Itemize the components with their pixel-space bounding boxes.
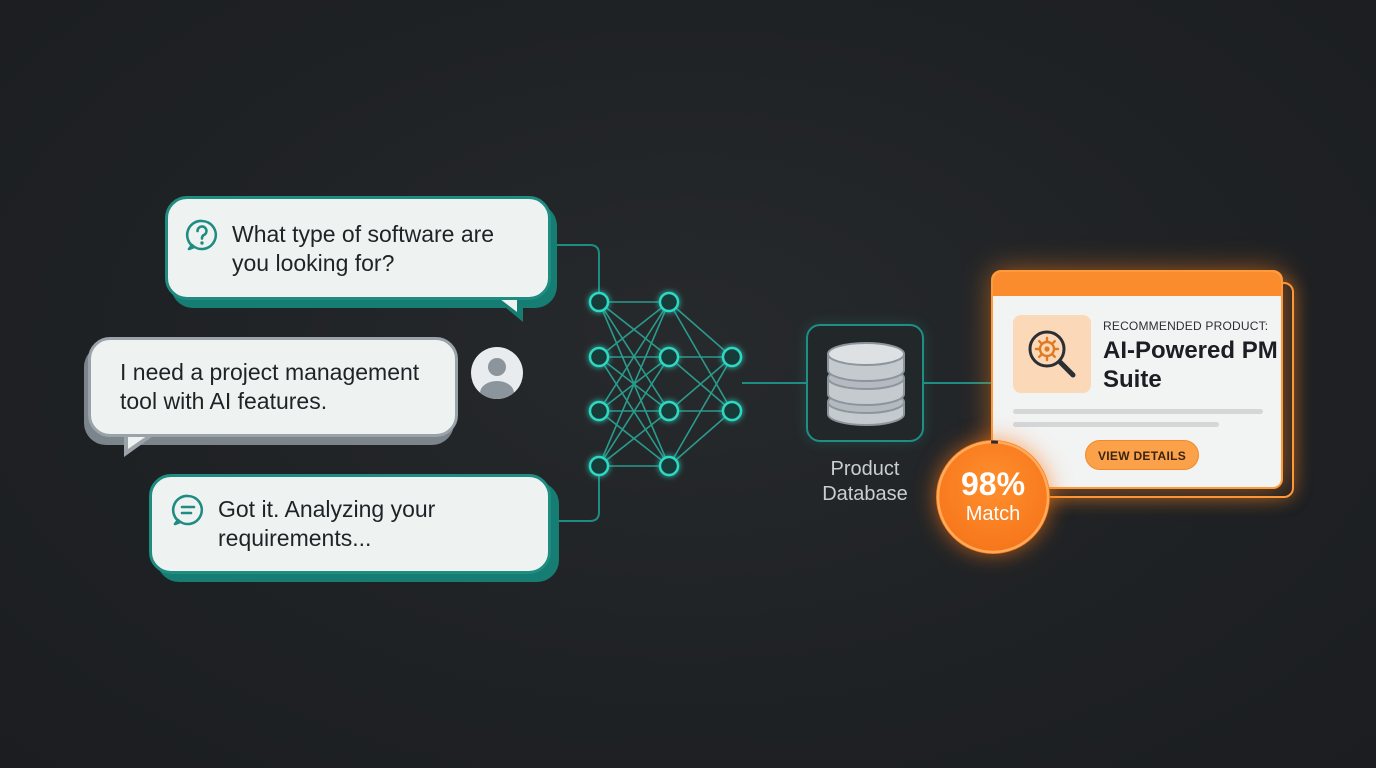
database-label: Product Database	[822, 458, 908, 505]
match-progress-ring	[936, 440, 1050, 554]
network-edge	[598, 301, 670, 358]
database-node	[806, 324, 924, 442]
user-avatar-icon	[471, 347, 523, 399]
card-header-bar	[993, 272, 1281, 296]
assistant-ack-text: Got it. Analyzing your requirements...	[218, 496, 436, 551]
network-node	[658, 346, 680, 368]
recommended-kicker: RECOMMENDED PRODUCT:	[1103, 319, 1269, 333]
user-reply-text: I need a project management tool with AI…	[120, 359, 420, 414]
network-node	[588, 291, 610, 313]
network-edge	[598, 356, 670, 467]
network-node	[658, 400, 680, 422]
network-node	[658, 455, 680, 477]
gear-magnifier-icon	[1028, 330, 1076, 378]
card-placeholder-line	[1013, 422, 1219, 427]
user-bubble: I need a project management tool with AI…	[84, 337, 458, 457]
product-icon-tile	[1013, 315, 1091, 393]
recommendation-card: RECOMMENDED PRODUCT: AI-Powered PM Suite…	[991, 270, 1283, 489]
connector-question-to-network	[556, 244, 600, 302]
network-edge	[598, 301, 670, 467]
network-edge	[668, 356, 733, 412]
network-node	[588, 455, 610, 477]
network-edge	[668, 356, 733, 467]
network-node	[721, 346, 743, 368]
database-icon	[827, 342, 905, 426]
question-bubble: What type of software are you looking fo…	[165, 196, 557, 322]
network-edge	[668, 301, 733, 358]
network-node	[588, 346, 610, 368]
network-node	[658, 291, 680, 313]
network-node	[721, 400, 743, 422]
match-percent: 98%	[960, 466, 1026, 502]
network-edge	[598, 301, 670, 412]
network-node	[588, 400, 610, 422]
card-placeholder-line	[1013, 409, 1263, 414]
connector-assistant-to-network	[556, 466, 600, 522]
question-bubble-icon	[185, 219, 218, 251]
network-edge	[598, 410, 670, 467]
view-details-button[interactable]: VIEW DETAILS	[1085, 440, 1199, 470]
network-edge	[668, 410, 733, 467]
match-badge: 98% Match	[936, 440, 1050, 554]
product-title: AI-Powered PM Suite	[1103, 337, 1278, 393]
match-label: Match	[965, 503, 1021, 525]
question-text: What type of software are you looking fo…	[232, 221, 495, 276]
assistant-bubble: Got it. Analyzing your requirements...	[149, 474, 559, 582]
message-lines-icon	[171, 494, 204, 526]
